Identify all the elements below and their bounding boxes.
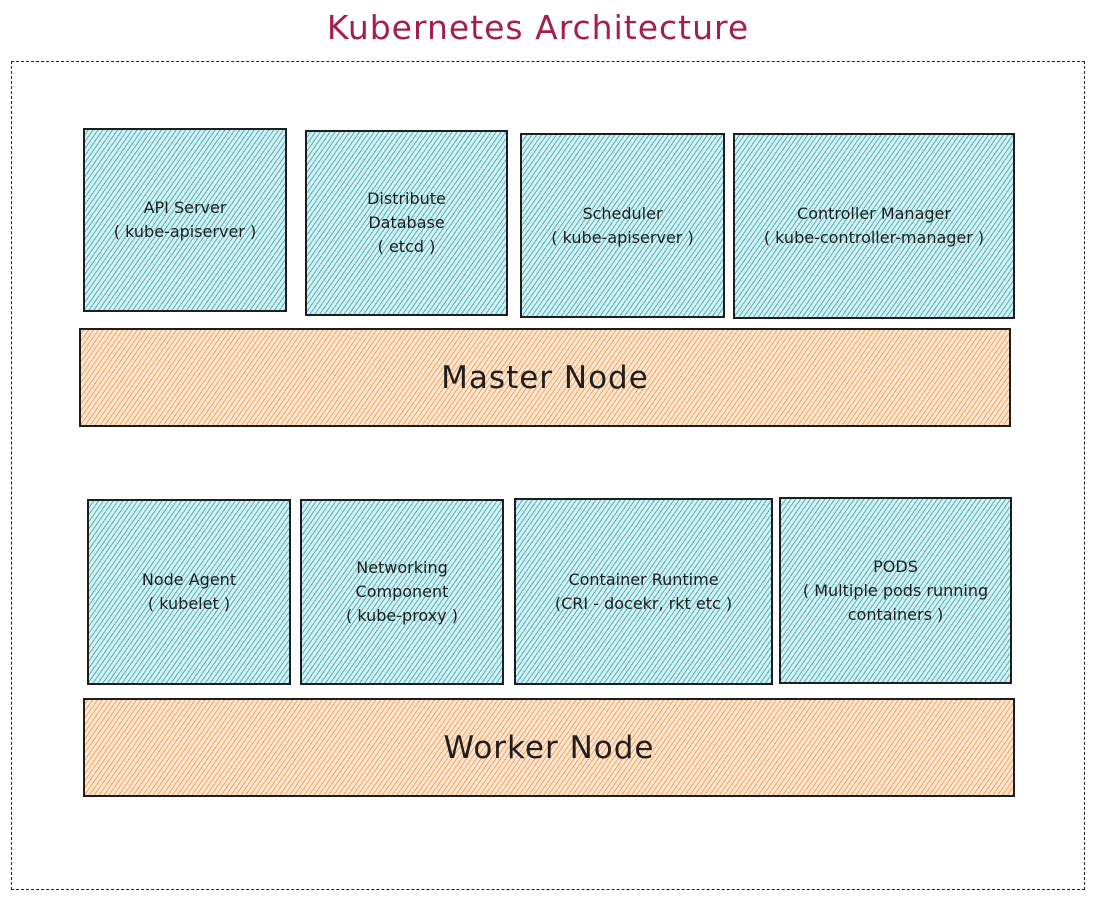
label-line: containers ) xyxy=(847,604,944,624)
label-line: Distribute xyxy=(367,189,446,208)
etcd-box: Distribute Database ( etcd ) xyxy=(305,130,508,316)
container-runtime-box: Container Runtime (CRI - docekr, rkt etc… xyxy=(514,498,773,685)
pods-label: PODS ( Multiple pods running containers … xyxy=(803,555,988,627)
label-line: (CRI - docekr, rkt etc ) xyxy=(554,593,733,613)
api-server-box: API Server ( kube-apiserver ) xyxy=(83,128,287,312)
label-line: API Server xyxy=(143,198,227,217)
label-line: ( kube-controller-manager ) xyxy=(763,228,985,247)
label-line: PODS xyxy=(873,556,918,576)
label-line: Scheduler xyxy=(582,203,663,223)
label-line: ( kubelet ) xyxy=(147,594,231,613)
controller-manager-label: Controller Manager ( kube-controller-man… xyxy=(764,202,984,250)
etcd-label: Distribute Database ( etcd ) xyxy=(367,187,446,259)
api-server-label: API Server ( kube-apiserver ) xyxy=(114,196,256,244)
scheduler-box: Scheduler ( kube-apiserver ) xyxy=(520,133,725,318)
label-line: Node Agent xyxy=(141,570,237,589)
diagram-title: Kubernetes Architecture xyxy=(326,8,750,47)
master-node-label: Master Node xyxy=(441,359,649,396)
label-line: Database xyxy=(368,213,445,232)
label-line: ( kube-apiserver ) xyxy=(551,227,694,247)
label-line: Networking xyxy=(356,558,448,577)
networking-component-box: Networking Component ( kube-proxy ) xyxy=(300,499,504,685)
worker-node-bar: Worker Node xyxy=(83,698,1015,797)
node-agent-box: Node Agent ( kubelet ) xyxy=(87,499,291,685)
networking-component-label: Networking Component ( kube-proxy ) xyxy=(346,556,458,628)
scheduler-label: Scheduler ( kube-apiserver ) xyxy=(551,202,693,250)
label-line: ( kube-proxy ) xyxy=(346,606,458,625)
cluster-boundary xyxy=(11,61,1085,890)
node-agent-label: Node Agent ( kubelet ) xyxy=(142,568,236,616)
label-line: Controller Manager xyxy=(797,204,951,223)
pods-box: PODS ( Multiple pods running containers … xyxy=(779,497,1012,684)
label-line: ( Multiple pods running xyxy=(802,580,989,600)
label-line: ( kube-apiserver ) xyxy=(113,222,257,241)
label-line: Component xyxy=(355,582,449,601)
master-node-bar: Master Node xyxy=(79,328,1011,427)
label-line: Container Runtime xyxy=(568,569,719,589)
label-line: ( etcd ) xyxy=(377,237,436,256)
container-runtime-label: Container Runtime (CRI - docekr, rkt etc… xyxy=(555,568,732,616)
worker-node-label: Worker Node xyxy=(443,729,655,766)
controller-manager-box: Controller Manager ( kube-controller-man… xyxy=(733,133,1015,319)
